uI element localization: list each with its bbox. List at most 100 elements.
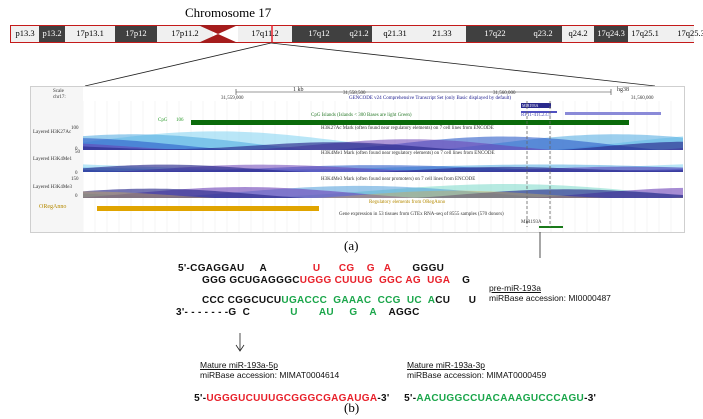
gtex-gene: MIR193A: [521, 220, 542, 225]
pre-mirna-title: pre-miR-193a: [489, 283, 541, 293]
band-15: [662, 26, 703, 42]
band-2: [65, 26, 115, 42]
hairpin-segment: AGGC: [376, 307, 420, 318]
hairpin-segment: G: [354, 263, 375, 274]
band-1: [39, 26, 65, 42]
h3k27ac-scale-min: 0: [75, 147, 78, 152]
h3k27ac-title: H3K27Ac Mark (often found near regulator…: [321, 126, 494, 131]
track-label-column: [31, 87, 83, 232]
hairpin-row-3: CCC CGGCUCUUGACCC GAAAC CCG UC ACU U: [202, 295, 476, 306]
gene-rp11-label: RP11-41C23.5: [521, 113, 551, 118]
pre-mirna-accession: miRBase accession: MI0000487: [489, 293, 611, 303]
assembly-label: hg38: [617, 87, 629, 93]
hairpin-segment: A: [244, 263, 267, 274]
band-label-7: q21.2: [349, 28, 369, 38]
band-label-11: q23.2: [533, 28, 553, 38]
scale-bar: [235, 89, 612, 95]
coord-4: 31,560,000: [631, 96, 654, 101]
band-label-13: 17q24.3: [597, 28, 625, 38]
hairpin-row-4: 3'- - - - - - -G C U AU G A AGGC: [176, 307, 420, 318]
oreg-bar[interactable]: [97, 206, 319, 211]
gene-mir193a[interactable]: [521, 103, 551, 108]
band-6: [292, 26, 346, 42]
mature-5p-accession: miRBase accession: MIMAT0004614: [200, 370, 340, 380]
chr-label: chr17:: [53, 95, 66, 100]
chromosome-ideogram: [10, 23, 703, 45]
mature-3p-title: Mature miR-193a-3p: [407, 360, 485, 370]
h3k4me3-scale-min: 0: [75, 194, 78, 199]
h3k4me3-scale-max: 150: [71, 177, 79, 182]
band-4: [157, 26, 213, 42]
ideogram-svg: [10, 23, 703, 45]
band-0: [11, 26, 39, 42]
gtex-bar[interactable]: [539, 226, 563, 228]
h3k4me3-title: H3K4Me3 Mark (often found near promoters…: [321, 177, 476, 182]
hairpin-segment: 3'- - - - - - -G C: [176, 307, 251, 318]
hairpin-segment: CCC CGGCUCU: [202, 295, 282, 306]
gtex-title: Gene expression in 53 tissues from GTEx …: [339, 212, 504, 217]
band-label-3: 17p12: [125, 28, 147, 38]
h3k27ac-label: Layered H3K27Ac: [33, 130, 72, 135]
hairpin-segment: 5'-CGAGGAU: [178, 263, 245, 274]
band-11: [524, 26, 562, 42]
band-13: [594, 26, 628, 42]
signal-layer: [83, 136, 683, 150]
h3k4me1-title: H3K4Me1 Mark (often found near regulator…: [321, 151, 495, 156]
band-label-10: 17q22: [484, 28, 506, 38]
panel-label-a: (a): [344, 238, 359, 253]
band-14: [628, 26, 662, 42]
chromosome-title: Chromosome 17: [185, 5, 272, 20]
gene-transcript-bar[interactable]: [565, 112, 661, 115]
band-label-14: 17q25.1: [631, 28, 659, 38]
band-7: [346, 26, 372, 42]
band-label-12: q24.2: [568, 28, 588, 38]
band-label-5: 17q11.2: [251, 28, 279, 38]
zoom-lines: [84, 42, 656, 87]
gencode-title: GENCODE v24 Comprehensive Transcript Set…: [349, 96, 512, 101]
h3k27ac-scale-max: 100: [71, 126, 79, 131]
signal-layer: [83, 164, 683, 172]
hairpin-segment: GGGU: [390, 263, 445, 274]
mature-5p-suffix: -3': [377, 393, 390, 404]
h3k4me1-scale-max: 50: [75, 150, 80, 155]
oreg-title: Regulatory elements from ORegAnno: [369, 200, 446, 205]
hairpin-segment: U AU G A: [250, 307, 377, 318]
gene-rp11[interactable]: [521, 111, 557, 113]
signal-layer: [83, 188, 683, 198]
band-label-4: 17p11.2: [171, 28, 199, 38]
coord-1: 31,559,000: [221, 96, 244, 101]
band-10: [466, 26, 524, 42]
coord-3: 31,560,000: [493, 91, 516, 96]
cpg-track-label: CpG: [158, 118, 168, 123]
mature-5p-sequence-line: 5'-UGGGUCUUUGCGGGCGAGAUGA-3': [188, 382, 390, 404]
hairpin-segment: G: [449, 275, 471, 286]
cpg-count: 106: [176, 118, 184, 123]
band-label-8: q21.31: [383, 28, 407, 38]
signal-tracks: [83, 131, 683, 198]
hairpin-segment: CG: [320, 263, 355, 274]
hairpin-segment: U: [266, 263, 321, 274]
hairpin-segment: CU U: [435, 295, 477, 306]
band-label-15: 17q25.3: [677, 28, 703, 38]
coord-2: 31,558,500: [343, 91, 366, 96]
band-8: [372, 26, 418, 42]
gene-mir193a-label: MIR193A: [522, 103, 539, 108]
mature-5p-sequence: UGGGUCUUUGCGGGCGAGAUGA: [206, 393, 378, 404]
mature-3p-sequence-line: 5'-AACUGGCCUACAAAGUCCCAGU-3': [398, 382, 596, 404]
mature-3p-prefix: 5'-: [404, 393, 417, 404]
hairpin-segment: GGG GCUGAGGGC: [202, 275, 300, 286]
panel-label-b: (b): [344, 400, 360, 415]
hairpin-segment: UGACCC GAAAC CCG UC A: [281, 295, 436, 306]
mature-5p-prefix: 5'-: [194, 393, 207, 404]
cpg-island-bar[interactable]: [191, 120, 629, 125]
band-label-0: p13.3: [15, 28, 35, 38]
scale-label: Scale: [53, 89, 64, 94]
h3k4me1-label: Layered H3K4Me1: [33, 157, 73, 162]
band-label-2: 17p13.1: [76, 28, 104, 38]
h3k4me3-label: Layered H3K4Me3: [33, 185, 73, 190]
band-label-6: 17q12: [308, 28, 330, 38]
cpg-title: CpG Islands (Islands < 300 Bases are lig…: [311, 113, 412, 118]
hairpin-segment: UGGG CUUUG GGC AG UGA: [299, 275, 450, 286]
